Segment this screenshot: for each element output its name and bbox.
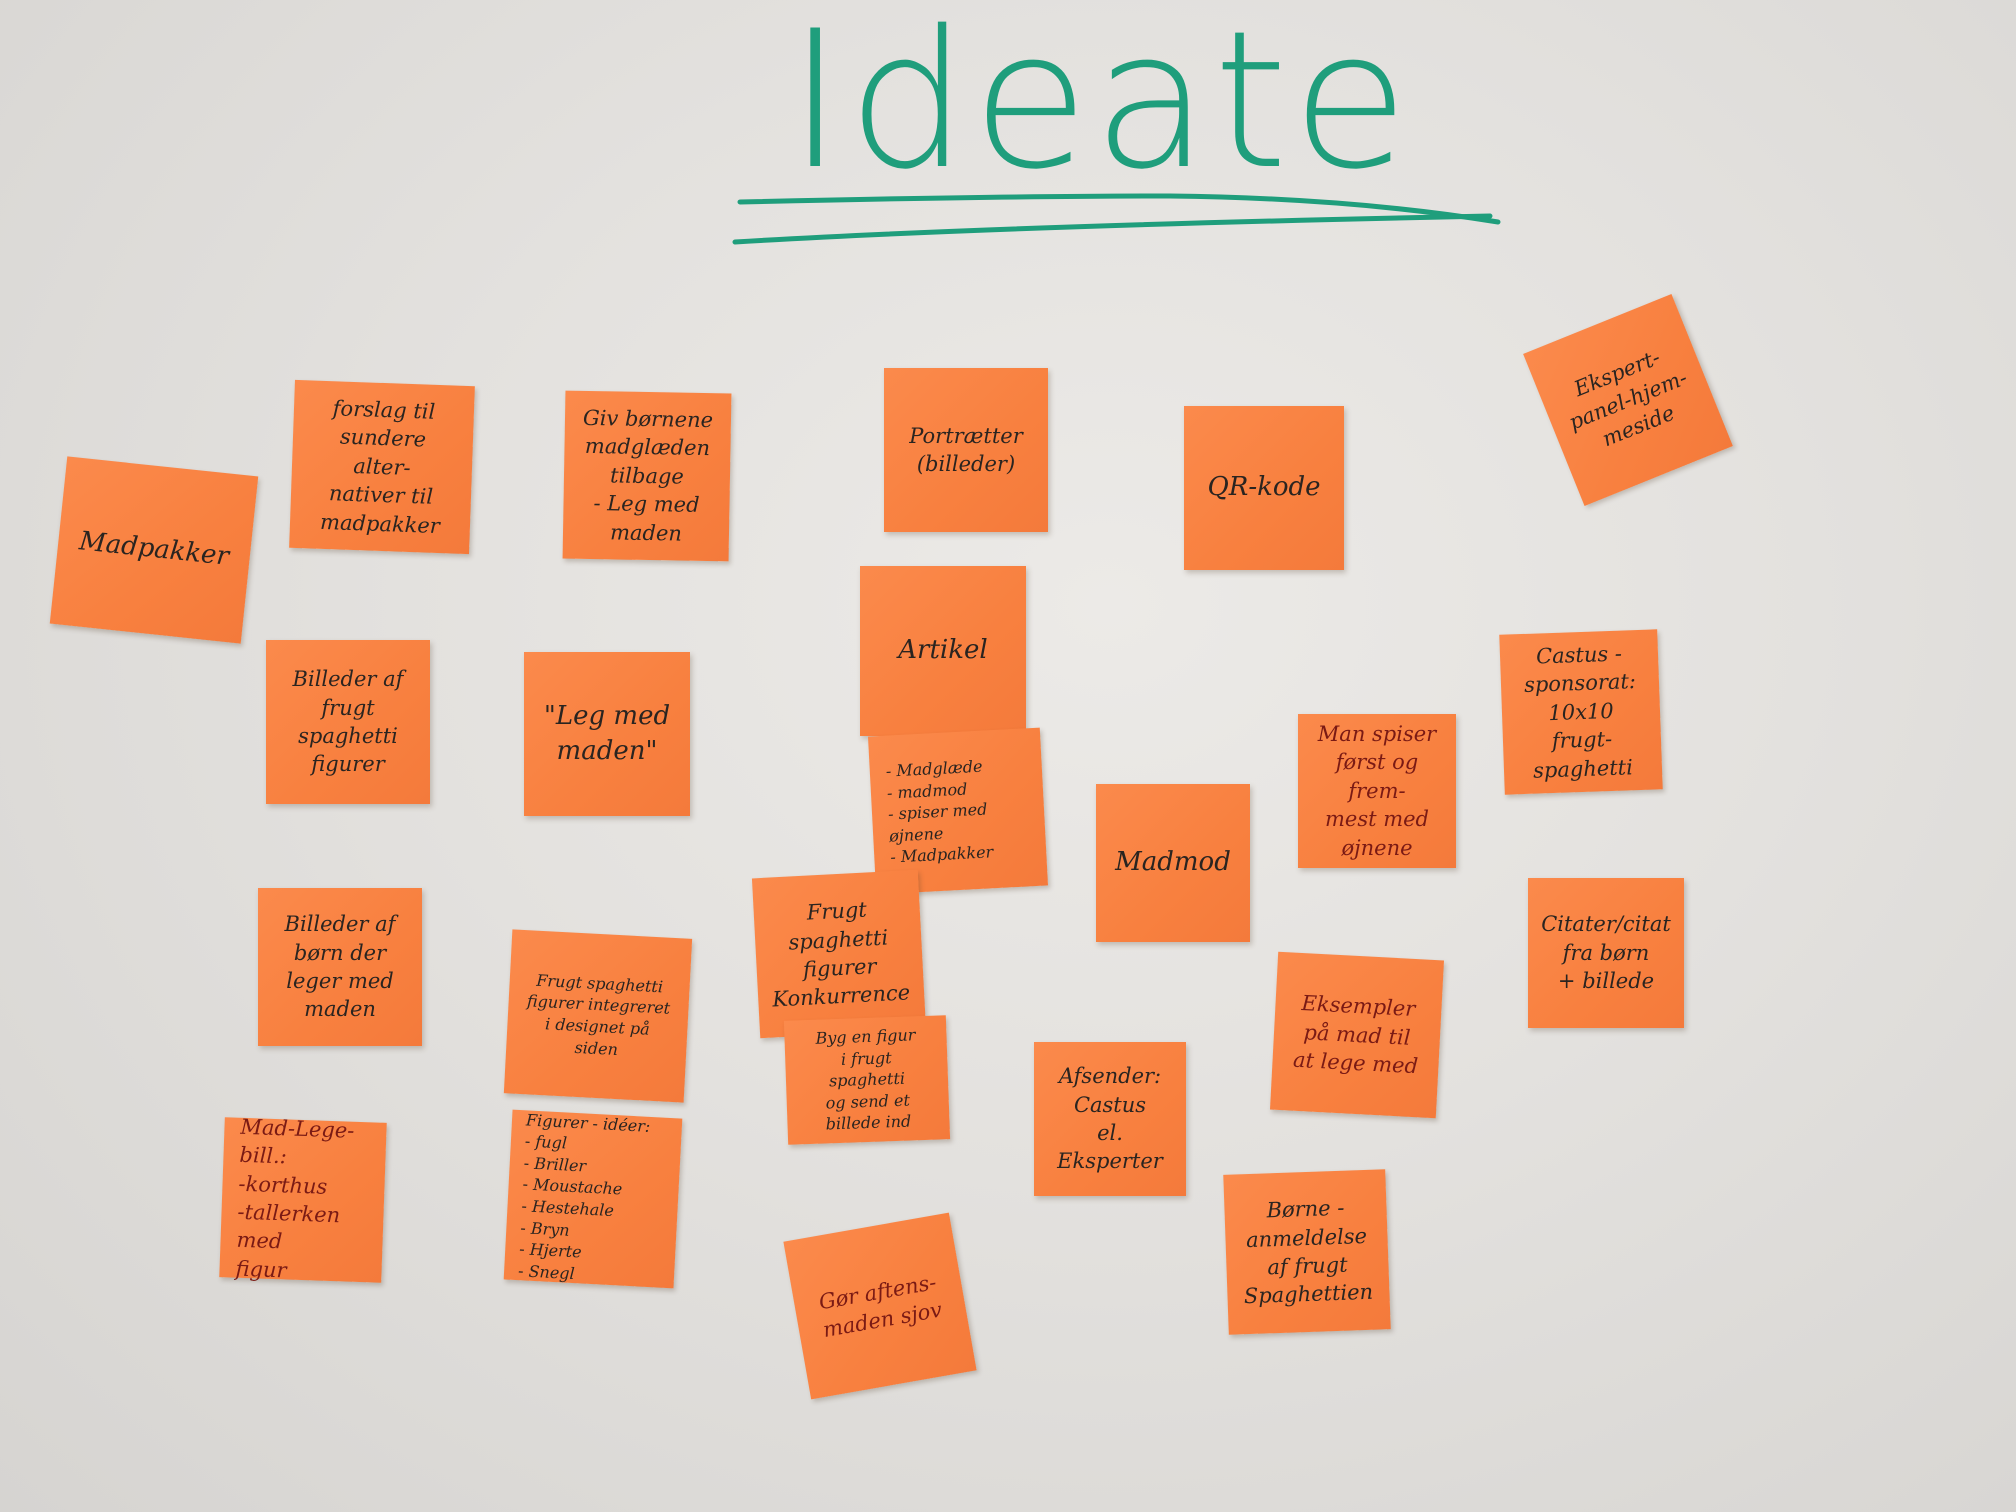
sticky-note-castus-sponsorat: Castus - sponsorat: 10x10 frugt- spaghet… — [1499, 629, 1663, 795]
sticky-note-afsender: Afsender: Castus el. Eksperter — [1034, 1042, 1186, 1196]
note-text: Billeder af frugt spaghetti figurer — [292, 667, 404, 777]
note-text: Eksempler på mad til at lege med — [1292, 991, 1419, 1079]
sticky-note-madpakker: Madpakker — [49, 456, 259, 644]
note-text: Byg en figur i frugt spaghetti og send e… — [815, 1025, 916, 1134]
sticky-note-portraetter: Portrætter (billeder) — [884, 368, 1048, 532]
sticky-note-citater: Citater/citat fra børn + billede — [1528, 878, 1684, 1028]
sticky-note-billeder-boern: Billeder af børn der leger med maden — [258, 888, 422, 1046]
note-text: Madpakker — [77, 526, 231, 573]
note-text: Castus - sponsorat: 10x10 frugt- spaghet… — [1523, 641, 1637, 783]
sticky-note-figurer-ideer: Figurer - idéer: - fugl - Briller - Mous… — [503, 1109, 683, 1289]
note-text: - Madglæde - madmod - spiser med øjnene … — [885, 756, 994, 867]
sticky-note-qr-kode: QR-kode — [1184, 406, 1344, 570]
sticky-note-integreret-design: Frugt spaghetti figurer integreret i des… — [503, 929, 693, 1103]
sticky-note-konkurrence: Frugt spaghetti figurer Konkurrence — [751, 869, 927, 1039]
sticky-note-byg-en-figur: Byg en figur i frugt spaghetti og send e… — [783, 1015, 951, 1145]
note-text: Mad-Lege-bill.: -korthus -tallerken med … — [235, 1114, 355, 1283]
note-text: Man spiser først og frem- mest med øjnen… — [1317, 722, 1437, 860]
note-text: "Leg med maden" — [543, 700, 671, 766]
sticky-note-man-spiser: Man spiser først og frem- mest med øjnen… — [1298, 714, 1456, 868]
sticky-note-ekspertpanel: Ekspert- panel-hjem- meside — [1523, 294, 1733, 506]
sticky-note-madglaede-liste: - Madglæde - madmod - spiser med øjnene … — [867, 727, 1049, 895]
note-text: Figurer - idéer: - fugl - Briller - Mous… — [517, 1110, 651, 1283]
board-title: Ideate — [787, 0, 1413, 211]
note-text: Frugt spaghetti figurer integreret i des… — [526, 970, 671, 1059]
note-text: forslag til sundere alter- nativer til m… — [319, 396, 441, 538]
sticky-note-forslag: forslag til sundere alter- nativer til m… — [289, 379, 475, 555]
sticky-note-boerneanmeldelse: Børne - anmeldelse af frugt Spaghettien — [1223, 1169, 1391, 1335]
sticky-note-aftensmad: Gør aftens- maden sjov — [783, 1212, 977, 1400]
note-text: Madmod — [1115, 847, 1231, 878]
note-text: Frugt spaghetti figurer Konkurrence — [771, 897, 911, 1012]
note-text: Billeder af børn der leger med maden — [284, 912, 396, 1022]
note-text: Giv børnene madglæden tilbage - Leg med … — [582, 406, 714, 546]
sticky-note-billeder-frugt: Billeder af frugt spaghetti figurer — [266, 640, 430, 804]
sticky-note-artikel: Artikel — [860, 566, 1026, 736]
note-text: QR-kode — [1207, 472, 1321, 503]
sticky-note-eksempler: Eksempler på mad til at lege med — [1269, 951, 1445, 1119]
note-text: Afsender: Castus el. Eksperter — [1057, 1064, 1163, 1174]
note-text: Gør aftens- maden sjov — [816, 1269, 944, 1343]
sticky-note-leg-med-maden: "Leg med maden" — [524, 652, 690, 816]
sticky-note-giv-boernene: Giv børnene madglæden tilbage - Leg med … — [562, 390, 732, 562]
note-text: Ekspert- panel-hjem- meside — [1565, 345, 1691, 452]
note-text: Portrætter (billeder) — [909, 423, 1023, 476]
sticky-note-mad-lege-bill: Mad-Lege-bill.: -korthus -tallerken med … — [219, 1115, 387, 1283]
note-text: Børne - anmeldelse af frugt Spaghettien — [1243, 1195, 1374, 1309]
note-text: Artikel — [898, 635, 988, 666]
sticky-note-madmod: Madmod — [1096, 784, 1250, 942]
note-text: Citater/citat fra børn + billede — [1541, 912, 1671, 994]
